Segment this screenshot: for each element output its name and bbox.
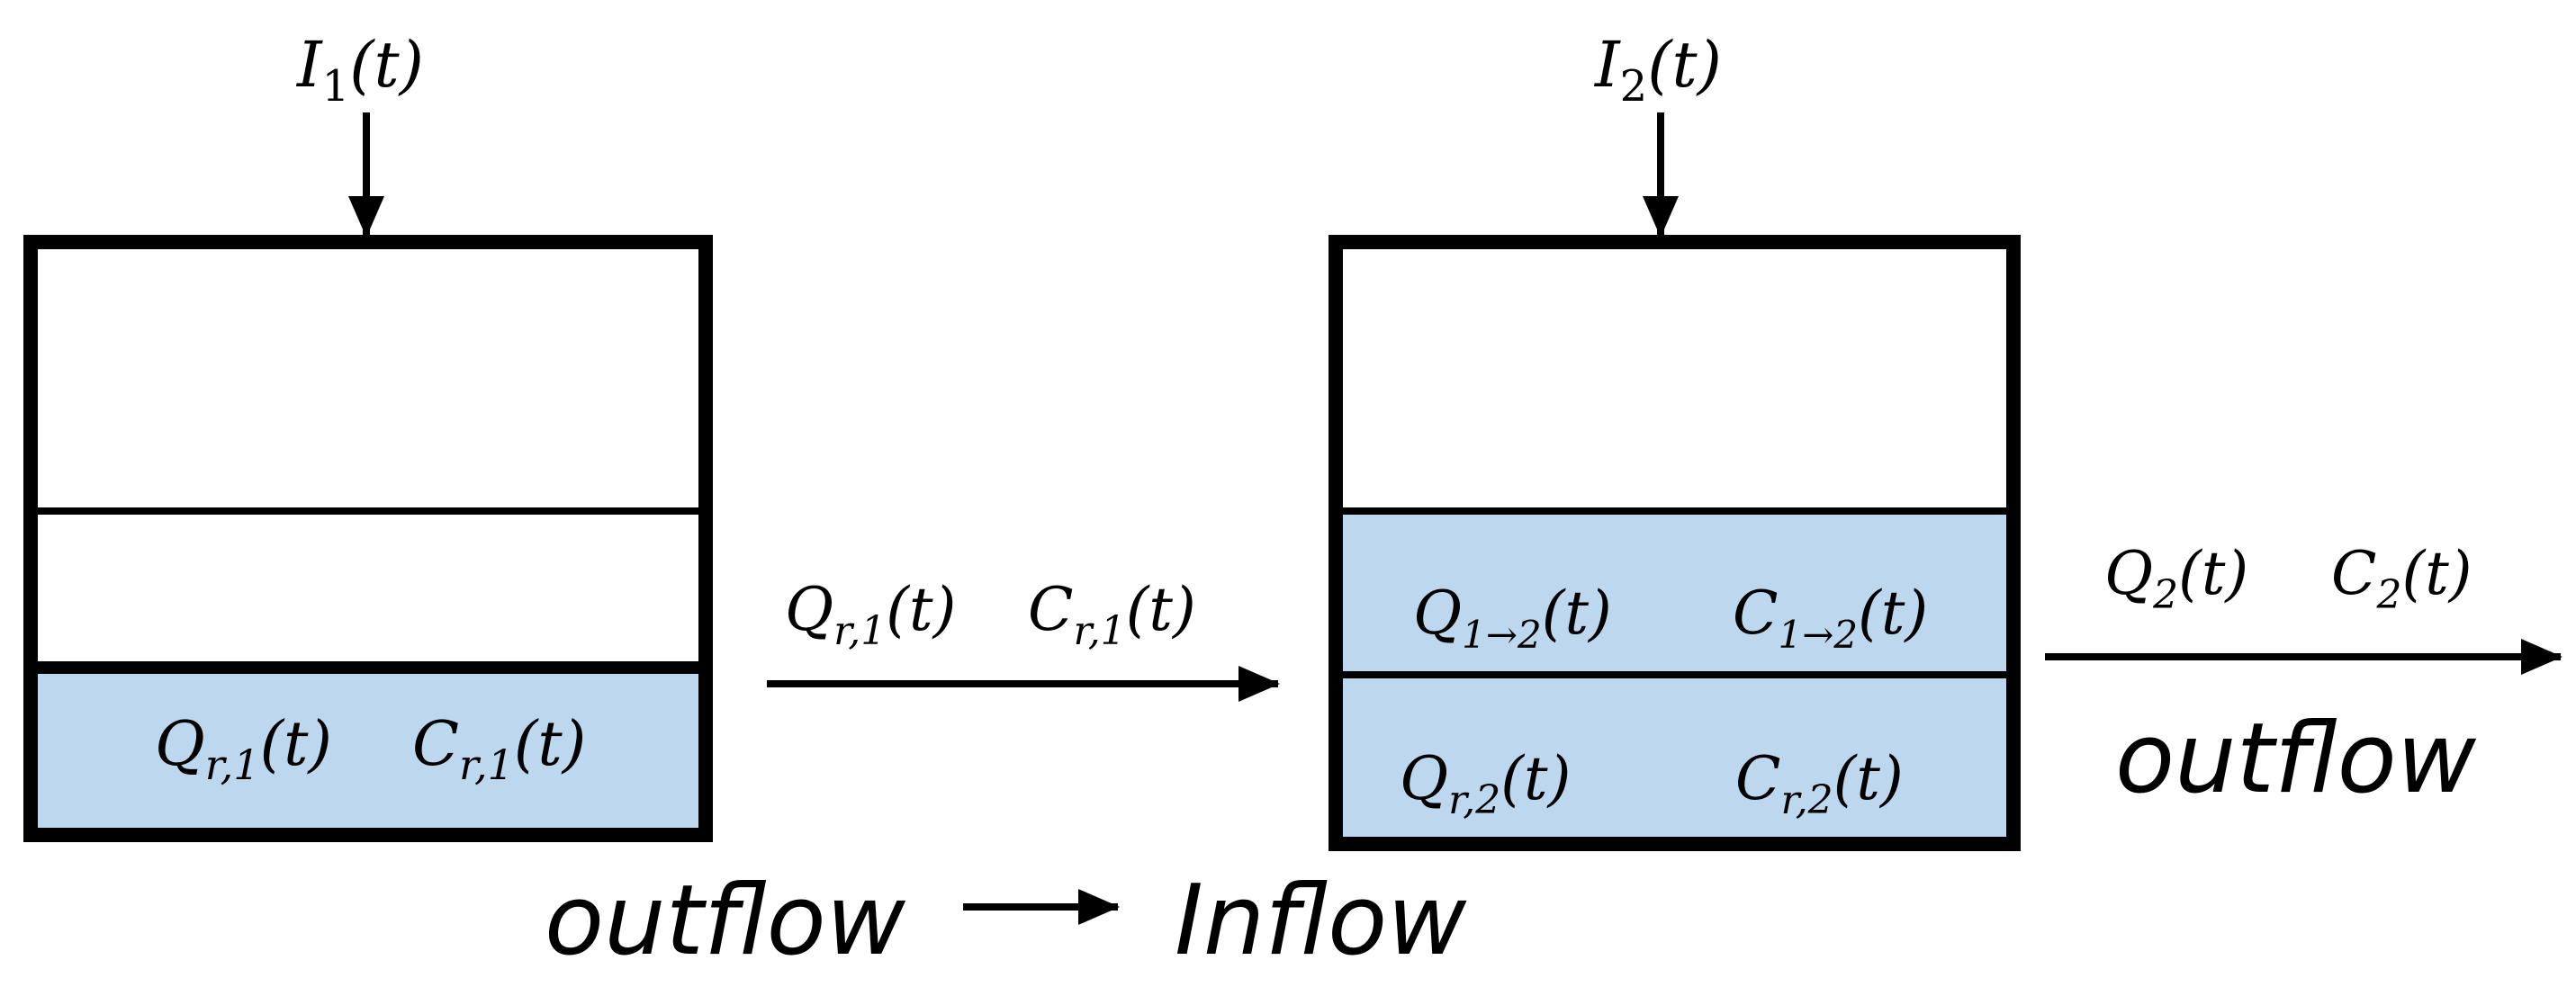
outlet-c-label: C2(t) [2331, 539, 2472, 618]
tank-2-input-label: I2(t) [1593, 28, 1722, 112]
transfer-q-label: Qr,1(t) [785, 575, 956, 654]
tank-2-middle-c-label: C1→2(t) [1733, 579, 1928, 657]
transfer-flow: Qr,1(t) Cr,1(t) [767, 575, 1280, 702]
bottom-caption-outflow: outflow [545, 865, 906, 977]
tank-1-c-label: Cr,1(t) [412, 709, 586, 789]
tank-2-input: I2(t) [1593, 28, 1722, 238]
tank-2-middle-q-label: Q1→2(t) [1413, 579, 1612, 657]
tank-2-middle-layer [1341, 513, 2009, 675]
tank-1-input: I1(t) [295, 28, 424, 238]
transfer-c-label: Cr,1(t) [1028, 575, 1196, 654]
bottom-caption: outflow Inflow [545, 865, 1467, 977]
tank-2-bottom-c-label: Cr,2(t) [1735, 744, 1904, 823]
outlet-q-label: Q2(t) [2104, 539, 2248, 618]
tank-1-q-label: Qr,1(t) [155, 709, 332, 789]
bottom-caption-inflow: Inflow [1175, 865, 1467, 977]
outlet-flow: Q2(t) C2(t) outflow [2045, 539, 2562, 815]
outlet-caption: outflow [2115, 703, 2477, 815]
tank-2 [1329, 235, 2021, 851]
tank-1-outline [23, 235, 713, 842]
tank-1 [23, 235, 713, 842]
tank-2-outline [1329, 235, 2021, 851]
tank-1-bottom-layer [36, 668, 702, 830]
tank-1-input-label: I1(t) [295, 28, 424, 112]
tank-2-bottom-layer [1341, 675, 2009, 837]
tank-2-bottom-q-label: Qr,2(t) [1400, 744, 1571, 823]
